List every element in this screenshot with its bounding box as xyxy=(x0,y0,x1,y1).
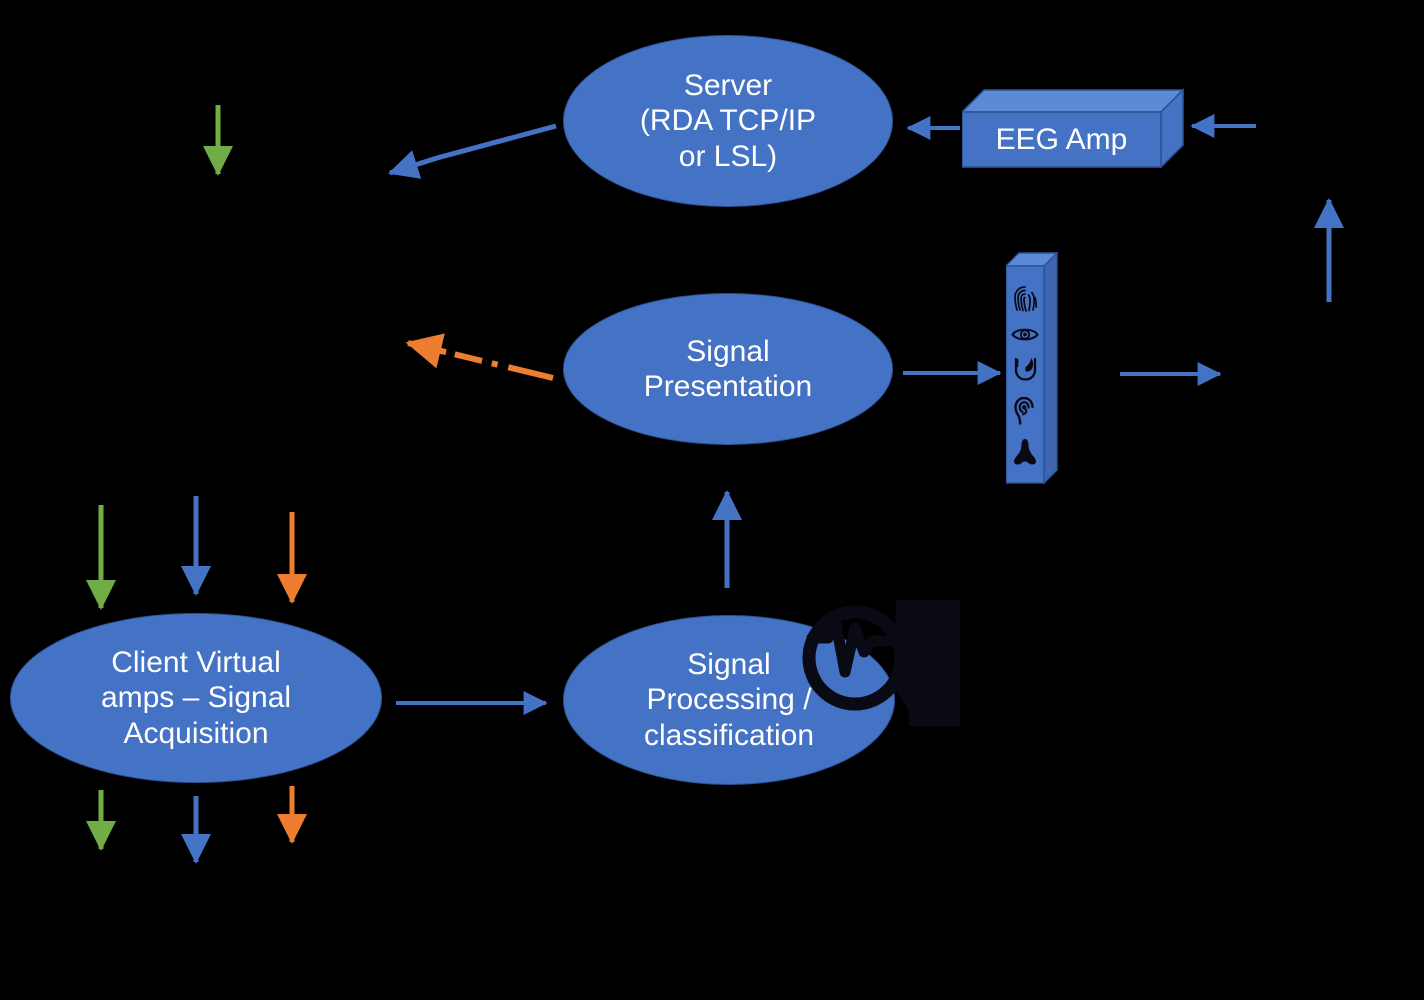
arrow-server-to-client xyxy=(388,123,557,179)
node-client-virtual-amps-label: Client Virtual amps – Signal Acquisition xyxy=(100,645,292,750)
ear-icon xyxy=(1014,396,1034,425)
node-signal-processing-label: Signal Processing / classification xyxy=(643,647,815,752)
node-server[interactable]: Server (RDA TCP/IP or LSL) xyxy=(563,35,893,207)
nose-icon xyxy=(1014,439,1036,465)
arrow-presentation-out xyxy=(405,333,554,381)
node-client-virtual-amps[interactable]: Client Virtual amps – Signal Acquisition xyxy=(10,613,382,783)
node-server-label: Server (RDA TCP/IP or LSL) xyxy=(639,68,817,173)
fingerprint-icon xyxy=(1014,285,1038,312)
tongue-icon xyxy=(1014,357,1036,381)
node-signal-presentation[interactable]: Signal Presentation xyxy=(563,293,893,445)
node-eeg-amp-label: EEG Amp xyxy=(995,122,1128,156)
node-eeg-amp[interactable]: EEG Amp xyxy=(962,88,1184,168)
node-sensory-modalities[interactable] xyxy=(1006,252,1058,484)
node-signal-presentation-label: Signal Presentation xyxy=(643,334,813,403)
eye-icon xyxy=(1011,329,1039,341)
eeg-amp-3d-shape xyxy=(962,88,1184,168)
node-signal-processing[interactable]: Signal Processing / classification xyxy=(563,615,895,785)
